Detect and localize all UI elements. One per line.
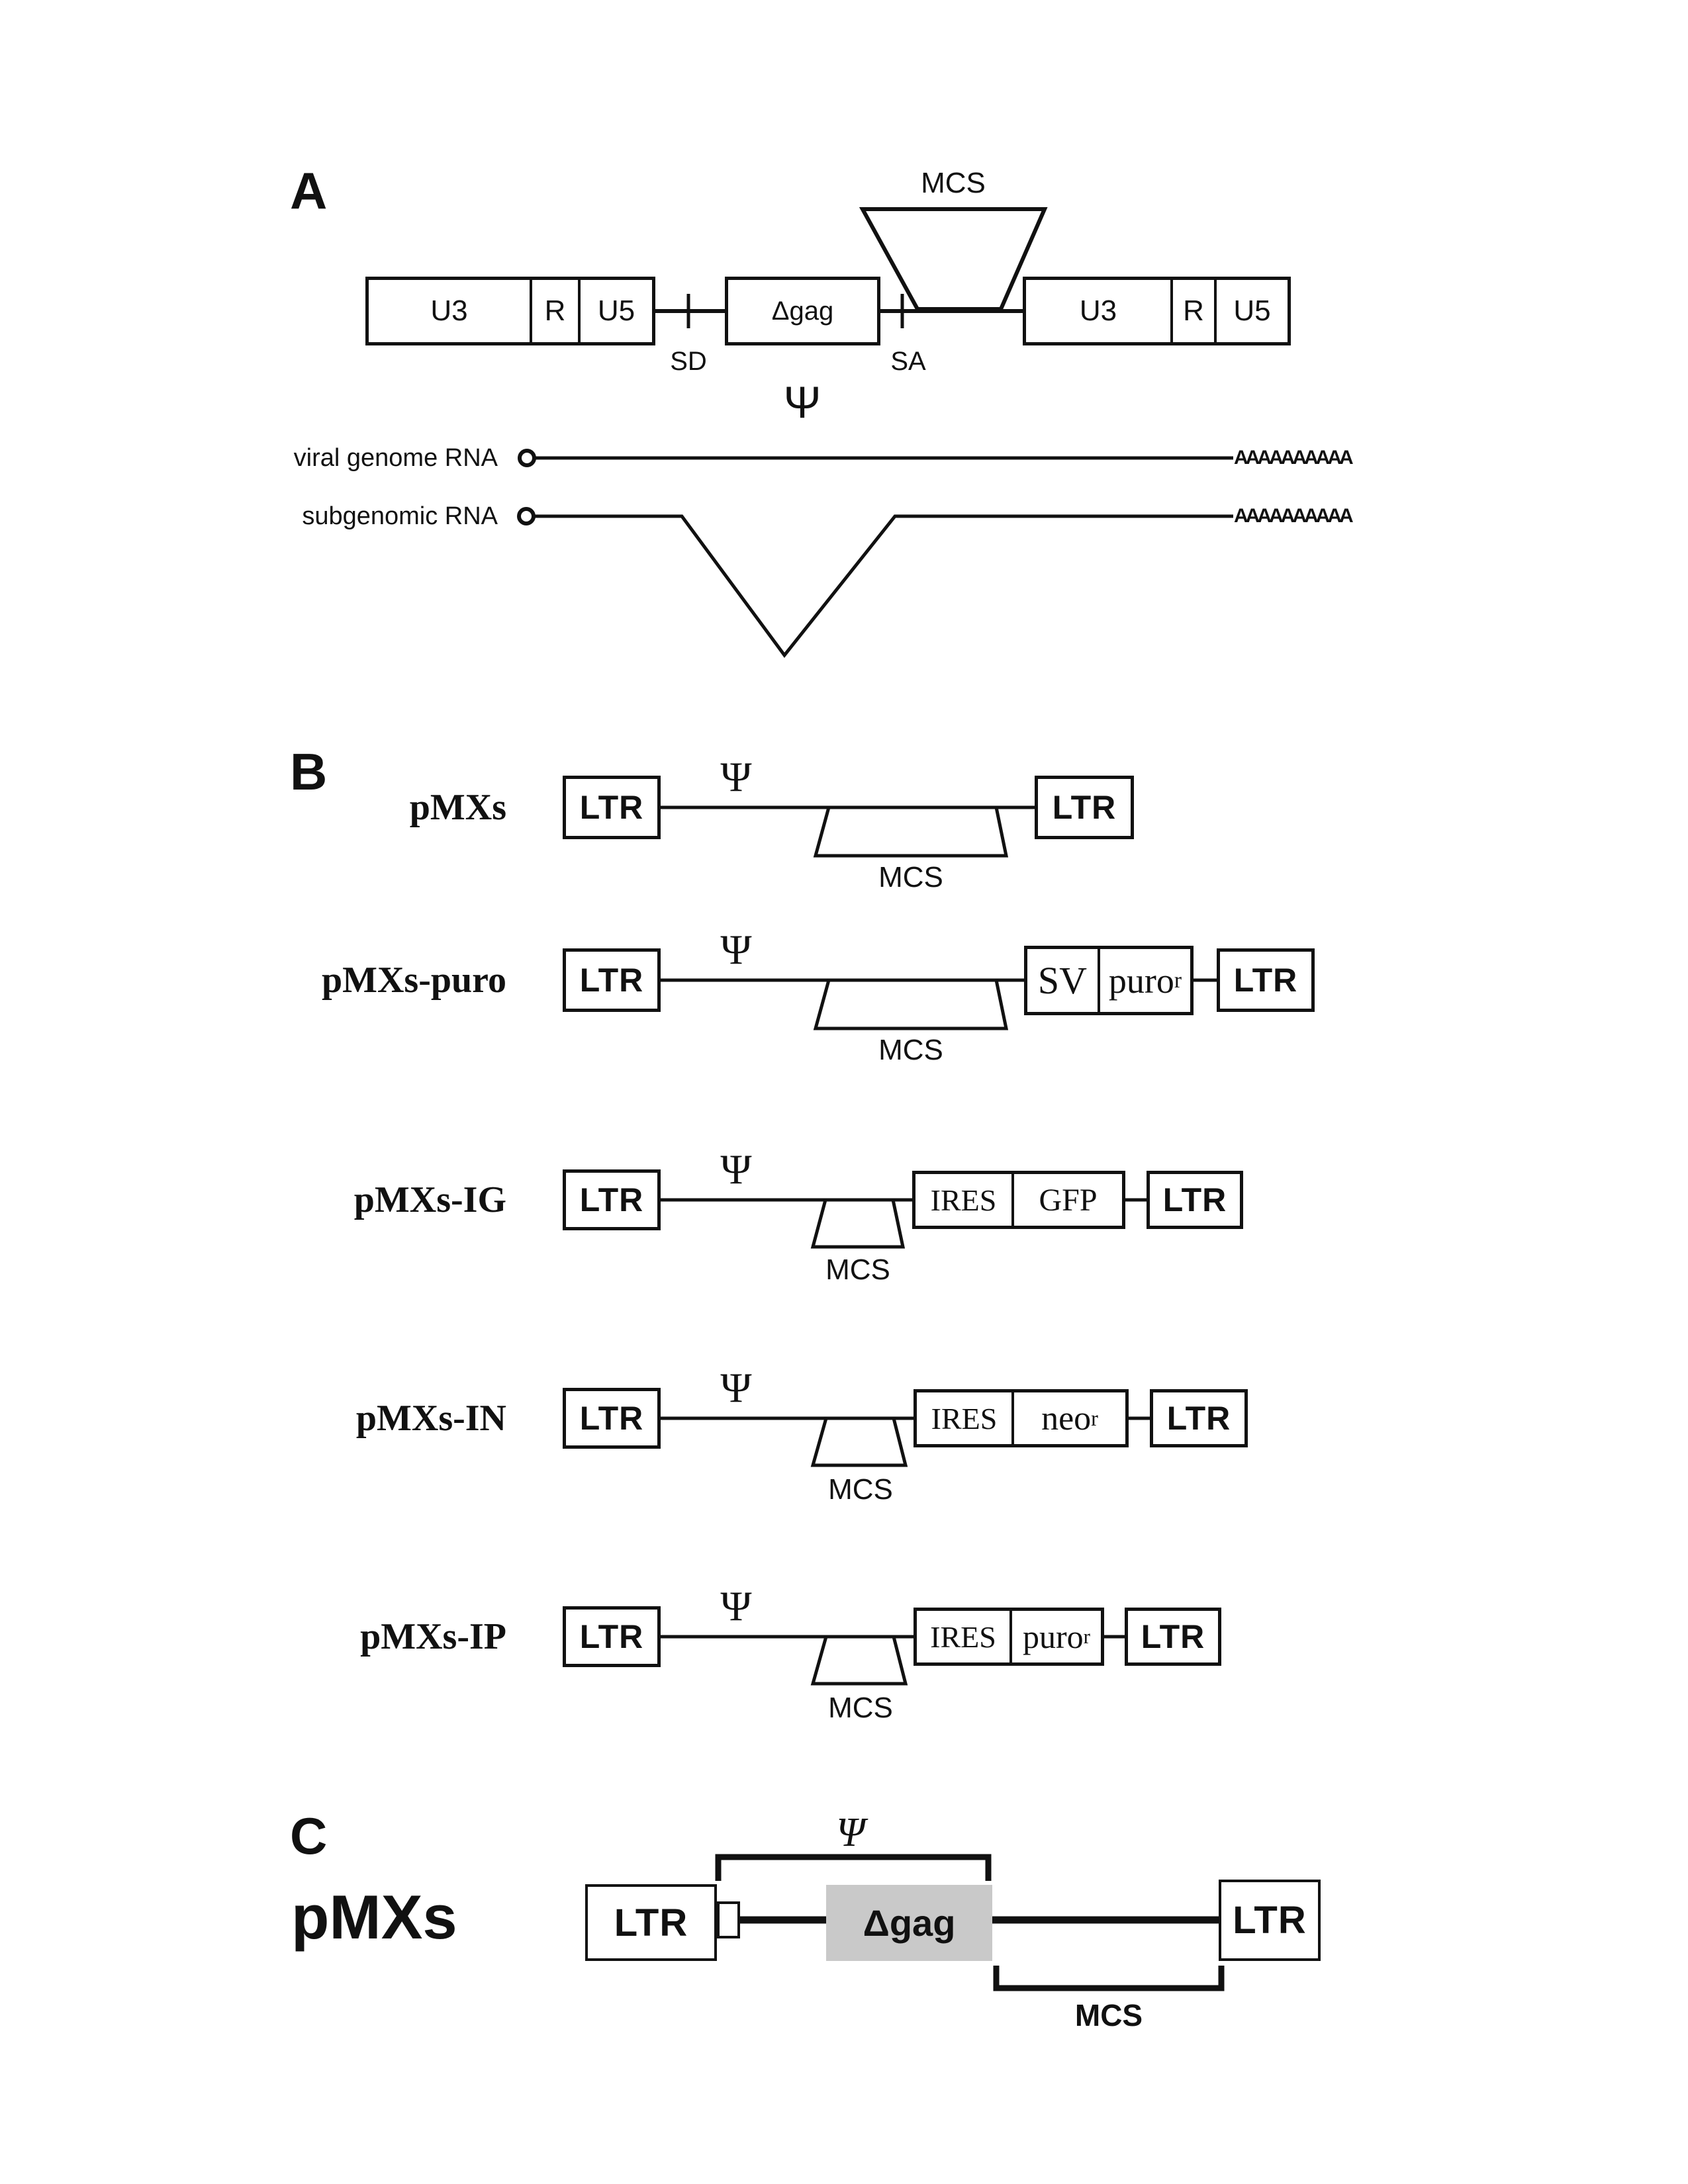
ltr-label: LTR <box>579 789 644 826</box>
ltr-box: LTR <box>563 948 661 1012</box>
ltr-box: LTR <box>563 1606 661 1667</box>
subgenomic-rna-polya: AAAAAAAAAA <box>1234 505 1354 527</box>
ltr-label: LTR <box>579 962 644 999</box>
mcs-label: MCS <box>878 861 943 893</box>
psi-label: Ψ <box>720 753 752 800</box>
panel-a-label: A <box>290 161 328 220</box>
psi-label: Ψ <box>720 1146 752 1193</box>
panel-c-small-connector-box <box>717 1901 740 1938</box>
panel-a-psi-label: Ψ <box>783 377 821 428</box>
panel-c-psi-label: Ψ <box>836 1810 865 1855</box>
splice-acceptor-label: SA <box>890 347 926 376</box>
mcs-label: MCS <box>878 1034 943 1066</box>
panel-a-right-ltr-box: U3 R U5 <box>1023 277 1291 345</box>
psi-label: Ψ <box>720 1582 752 1629</box>
viral-rna-cap-circle <box>518 449 536 467</box>
ltr-box: LTR <box>1217 948 1315 1012</box>
ltr-box: LTR <box>1147 1171 1243 1229</box>
subgenomic-rna-cap-circle <box>517 507 536 525</box>
pmxs-ig-mcs-trapezoid <box>810 1198 906 1249</box>
pmxs-puro-mcs-trapezoid <box>813 978 1009 1030</box>
vector-name-pmxs: pMXs <box>409 787 506 828</box>
panel-a-left-ltr-box: U3 R U5 <box>365 277 655 345</box>
ltr-box: LTR <box>1035 776 1134 839</box>
ltr-label: LTR <box>1141 1618 1205 1655</box>
mcs-label: MCS <box>825 1253 890 1286</box>
ltr-label: LTR <box>579 1618 644 1655</box>
ltr-label: LTR <box>1162 1181 1227 1218</box>
ltr-box: LTR <box>563 1388 661 1449</box>
ltr-label: LTR <box>1052 789 1117 826</box>
pmxs-ip-mcs-trapezoid <box>810 1635 908 1686</box>
u3-segment: U3 <box>430 295 468 327</box>
panel-c-vector-name: pMXs <box>291 1882 457 1952</box>
vector-name-pmxs-ip: pMXs-IP <box>360 1616 506 1657</box>
ltr-box: LTR <box>585 1884 717 1961</box>
pmxs-in-mcs-trapezoid <box>810 1416 908 1467</box>
mcs-funnel-shape <box>859 207 1048 311</box>
viral-genome-rna-label: viral genome RNA <box>293 444 498 472</box>
splice-donor-label: SD <box>670 347 707 376</box>
sv-promoter-segment: SV <box>1037 959 1088 1002</box>
pmxs-mcs-trapezoid <box>813 805 1009 858</box>
ltr-label: LTR <box>579 1400 644 1437</box>
mcs-bracket <box>993 1966 1225 1991</box>
ltr-box: LTR <box>1219 1880 1321 1961</box>
psi-label: Ψ <box>720 1364 752 1411</box>
viral-genome-rna-polya: AAAAAAAAAA <box>1234 447 1354 469</box>
ltr-label: LTR <box>1233 962 1298 999</box>
vector-name-pmxs-ig: pMXs-IG <box>353 1179 506 1220</box>
ires-segment: IRES <box>931 1401 998 1435</box>
r-segment: R <box>530 280 578 342</box>
ltr-label: LTR <box>614 1901 688 1944</box>
delta-gag-box: Δgag <box>725 277 880 345</box>
u5-segment: U5 <box>1214 280 1288 342</box>
psi-label: Ψ <box>720 926 752 973</box>
ltr-box: LTR <box>1125 1608 1221 1666</box>
psi-bracket <box>715 1854 992 1881</box>
gfp-segment: GFP <box>1011 1174 1122 1226</box>
ltr-box: LTR <box>1150 1389 1248 1447</box>
panel-b-label: B <box>290 743 328 801</box>
u3-segment: U3 <box>1079 295 1117 327</box>
subgenomic-rna-label: subgenomic RNA <box>302 502 498 530</box>
vector-name-pmxs-puro: pMXs-puro <box>321 960 506 1001</box>
panel-c-mcs-label: MCS <box>1074 1998 1143 2032</box>
mcs-label: MCS <box>828 1473 893 1506</box>
ires-segment: IRES <box>930 1619 996 1654</box>
subgenomic-rna-line <box>534 514 1233 659</box>
mcs-label: MCS <box>828 1692 893 1724</box>
ires-segment: IRES <box>930 1183 997 1217</box>
delta-gag-box: Δgag <box>826 1885 992 1961</box>
ires-gfp-cassette-box: IRES GFP <box>912 1171 1125 1229</box>
vector-name-pmxs-in: pMXs-IN <box>355 1398 506 1439</box>
panel-c-label: C <box>290 1807 328 1865</box>
ltr-label: LTR <box>579 1181 644 1218</box>
r-segment: R <box>1170 280 1214 342</box>
u5-segment: U5 <box>578 280 652 342</box>
ltr-label: LTR <box>1233 1899 1307 1942</box>
ltr-box: LTR <box>563 776 661 839</box>
ltr-label: LTR <box>1166 1400 1231 1437</box>
panel-a-mcs-label: MCS <box>921 167 986 199</box>
ltr-box: LTR <box>563 1169 661 1230</box>
